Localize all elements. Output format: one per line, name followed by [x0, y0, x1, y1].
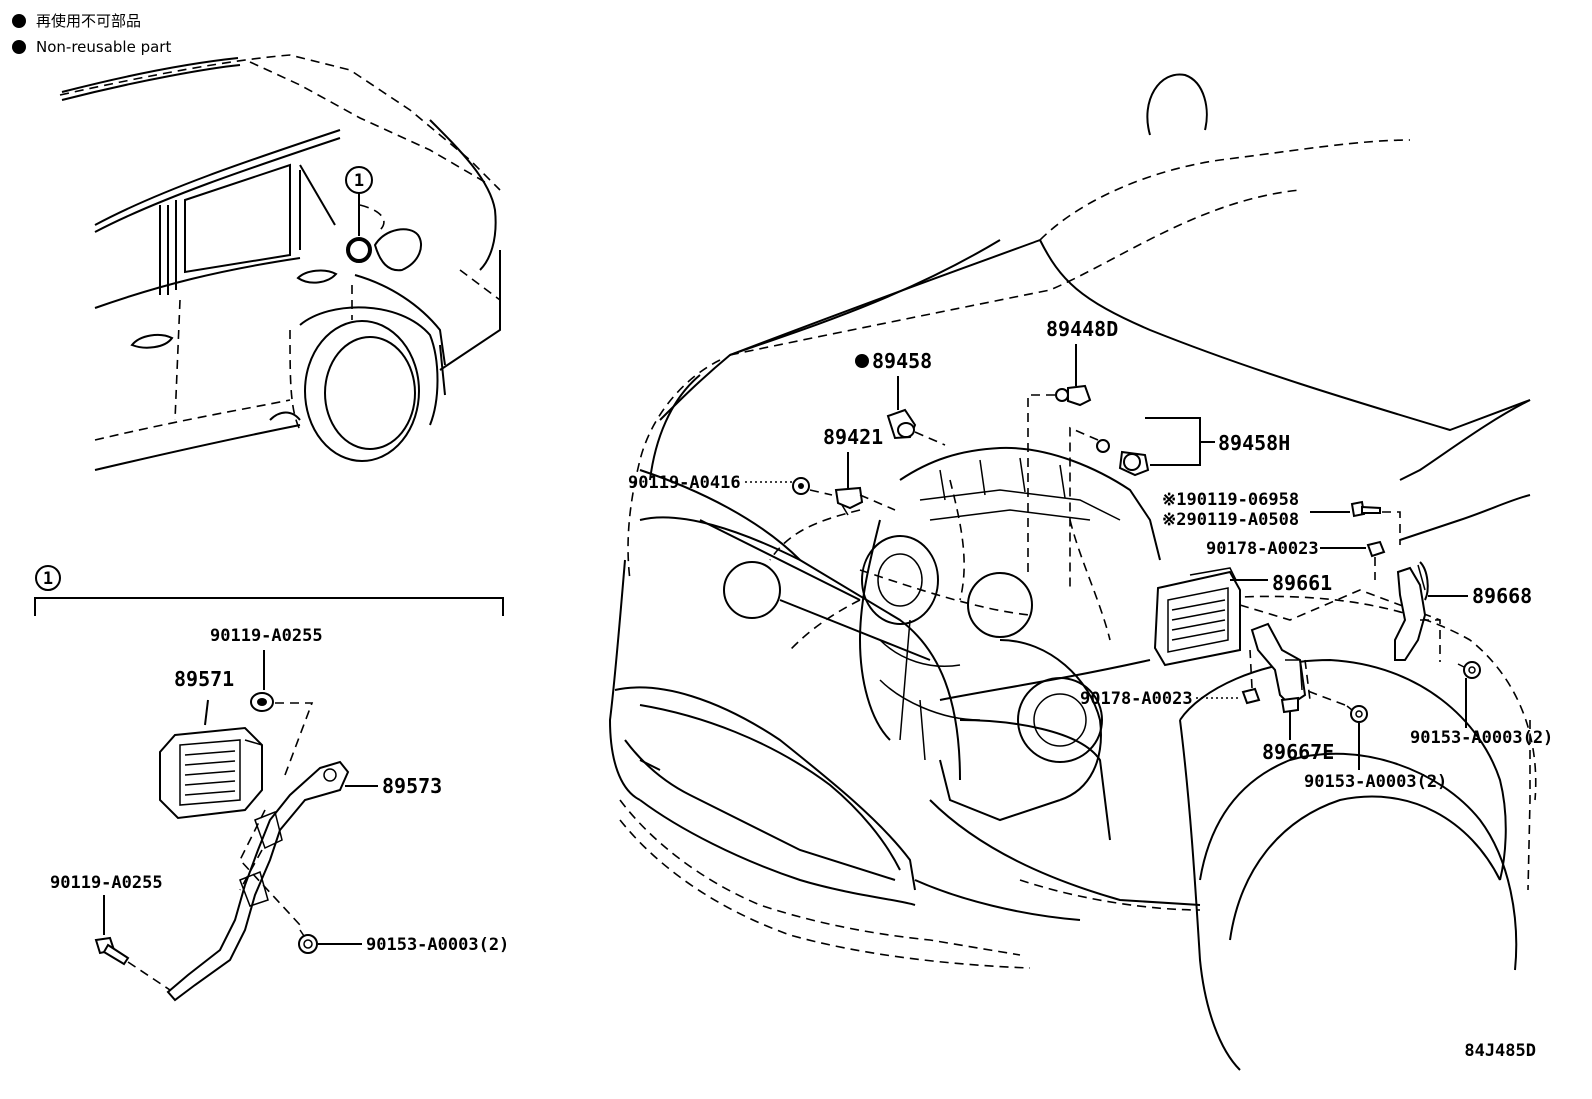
part-89571-module — [159, 699, 263, 820]
part-89458h-sensor — [1096, 439, 1150, 477]
legend-jp-text: 再使用不可部品 — [36, 12, 142, 30]
label-89573: 89573 — [382, 774, 442, 798]
part-90178-a0023-nut-top — [1366, 540, 1386, 558]
label-90119-a0255-left: 90119-A0255 — [50, 873, 163, 893]
label-90153-a0003-right: 90153-A0003(2) — [1410, 728, 1553, 748]
label-90178-a0023-top: 90178-A0023 — [1206, 539, 1319, 559]
front-vehicle-drawing — [608, 73, 1537, 1071]
label-89448d: 89448D — [1046, 317, 1118, 341]
label-89458: 89458 — [872, 349, 932, 373]
part-89421-sensor — [834, 486, 864, 516]
label-89661: 89661 — [1272, 571, 1332, 595]
label-89421: 89421 — [823, 425, 883, 449]
non-reusable-dot-icon — [855, 354, 869, 368]
legend-non-reusable-jp: 再使用不可部品 — [12, 12, 141, 30]
part-89448d-sensor — [1055, 384, 1092, 407]
rear-vehicle-drawing — [59, 54, 501, 471]
part-90119-06958-bolt — [1350, 500, 1381, 518]
part-89667e-bracket — [1250, 622, 1307, 714]
part-89661-ecu — [1153, 567, 1241, 667]
legend-non-reusable-en: Non-reusable part — [12, 38, 171, 56]
part-90153-a0003-nut-left — [298, 929, 318, 954]
legend-en-text: Non-reusable part — [36, 38, 172, 56]
label-90153-a0003-mid: 90153-A0003(2) — [1304, 772, 1447, 792]
part-89458-sensor — [855, 354, 917, 440]
detail-1-section: 1 89571 90119-A0255 89573 — [34, 565, 509, 1002]
label-90153-a0003-left: 90153-A0003(2) — [366, 935, 509, 955]
detail-1-number: 1 — [43, 569, 53, 589]
part-90119-a0255-nut-top — [250, 692, 274, 712]
part-90153-a0003-nut-mid — [1346, 705, 1368, 723]
label-89667e: 89667E — [1262, 740, 1334, 764]
part-90153-a0003-nut-right — [1457, 661, 1481, 679]
callout-1-number: 1 — [354, 171, 364, 191]
part-90119-a0255-bolt-left — [94, 936, 130, 966]
non-reusable-dot-icon — [12, 14, 26, 28]
label-90119-a0508: ※290119-A0508 — [1162, 510, 1299, 530]
label-89668: 89668 — [1472, 584, 1532, 608]
part-90178-a0023-nut-mid — [1241, 687, 1261, 705]
label-90119-a0255-top: 90119-A0255 — [210, 626, 323, 646]
part-90119-a0416-bolt — [792, 477, 810, 495]
label-90119-06958: ※190119-06958 — [1162, 490, 1299, 510]
diagram-code: 84J485D — [1464, 1041, 1536, 1061]
non-reusable-ring-icon — [346, 237, 372, 263]
non-reusable-dot-icon — [12, 40, 26, 54]
label-90178-a0023-mid: 90178-A0023 — [1080, 689, 1193, 709]
label-90119-a0416: 90119-A0416 — [628, 473, 741, 493]
part-89668-bracket — [1394, 561, 1429, 661]
callout-1-marker: 1 — [345, 166, 373, 263]
label-89458h: 89458H — [1218, 431, 1290, 455]
label-89571: 89571 — [174, 667, 234, 691]
